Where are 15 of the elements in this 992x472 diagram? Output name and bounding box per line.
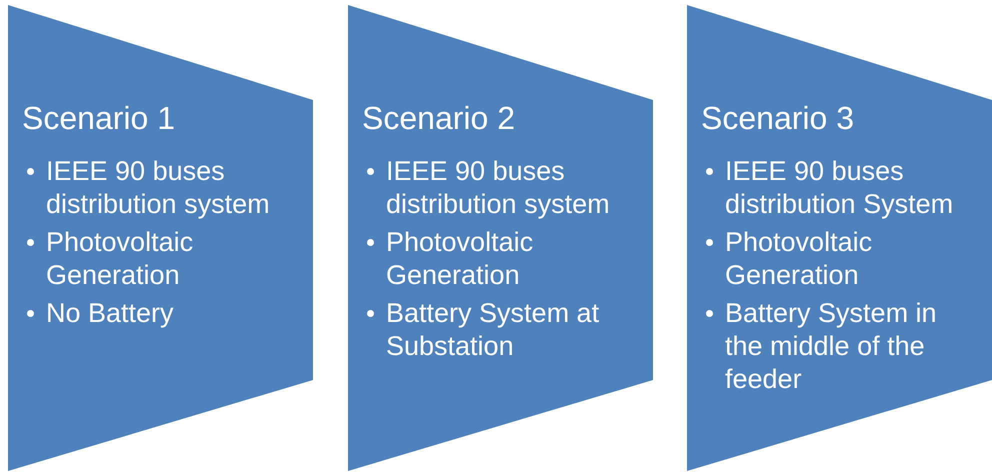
bullet-item: Photovoltaic Generation	[386, 226, 534, 292]
bullet-item: IEEE 90 buses distribution system	[386, 155, 611, 221]
chevron-shape	[687, 5, 992, 471]
bullet-item: No Battery	[46, 297, 175, 330]
scenario-heading: Scenario 1	[22, 99, 175, 137]
bullet-item: Photovoltaic Generation	[725, 226, 874, 292]
bullet-item: Battery System at Substation	[386, 297, 600, 363]
chevron-shape	[348, 5, 653, 471]
chevron-shape	[8, 5, 313, 471]
bullet-item: Battery System in the middle of the feeder	[725, 297, 938, 396]
scenario-heading: Scenario 3	[701, 99, 854, 137]
bullet-item: IEEE 90 buses distribution system	[46, 155, 271, 221]
bullet-item: Photovoltaic Generation	[46, 226, 194, 292]
scenario-heading: Scenario 2	[362, 99, 515, 137]
bullet-item: IEEE 90 buses distribution System	[725, 155, 954, 221]
